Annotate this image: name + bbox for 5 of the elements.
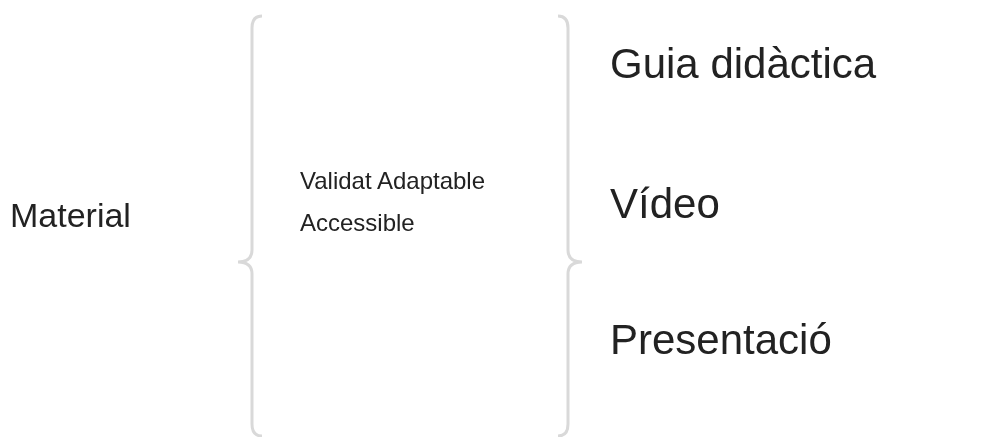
- item-label: Guia didàctica: [610, 39, 878, 89]
- property-list: Validat Adaptable Accessible: [300, 160, 500, 244]
- item-label: Vídeo: [610, 179, 721, 229]
- topic-label: Material: [10, 195, 132, 236]
- item-label: Presentació: [610, 315, 833, 365]
